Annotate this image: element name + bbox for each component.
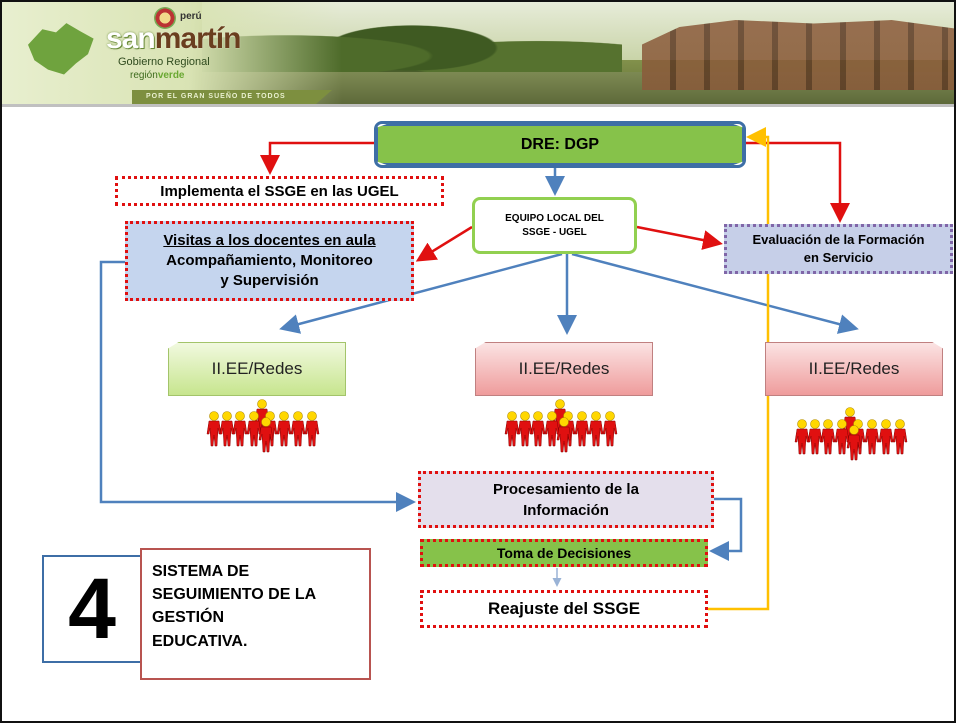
toma-decisiones-box: Toma de Decisiones — [420, 539, 708, 567]
equipo-local-box: EQUIPO LOCAL DEL SSGE - UGEL — [472, 197, 637, 254]
header-banner: perú sanmartín Gobierno Regional regiónv… — [2, 2, 954, 104]
dre-dgp-box: DRE: DGP — [375, 123, 745, 166]
arrow-visitas-procesamiento — [99, 260, 416, 512]
procesamiento-line-2: Información — [523, 501, 609, 519]
procesamiento-box: Procesamiento de la Información — [418, 471, 714, 528]
iiee-redes-1: II.EE/Redes — [168, 342, 346, 396]
arrow-equipo-visitas — [415, 225, 473, 262]
evaluacion-line-1: Evaluación de la Formación — [752, 232, 925, 248]
arrow-dre-evaluacion — [745, 141, 850, 223]
section-title: SISTEMA DE SEGUIMIENTO DE LA GESTIÓN EDU… — [140, 548, 371, 680]
iiee-redes-3: II.EE/Redes — [765, 342, 943, 396]
arrow-equipo-iiee3 — [571, 252, 859, 334]
equipo-line-2: SSGE - UGEL — [522, 226, 587, 238]
visitas-box: Visitas a los docentes en aula Acompañam… — [125, 221, 414, 301]
section-title-line-3: GESTIÓN — [152, 609, 225, 627]
section-title-line-1: SISTEMA DE — [152, 563, 250, 580]
arrow-equipo-iiee1 — [279, 252, 563, 334]
section-title-line-4: EDUCATIVA. — [152, 632, 248, 650]
logo: perú sanmartín Gobierno Regional regiónv… — [2, 2, 342, 104]
visitas-line-3: y Supervisión — [220, 272, 319, 290]
section-number: 4 — [42, 555, 142, 663]
arrow-procesamiento-toma — [709, 497, 743, 561]
equipo-line-1: EQUIPO LOCAL DEL — [505, 213, 604, 224]
bungalows-photo — [642, 20, 954, 90]
section-title-line-2: SEGUIMIENTO DE LA — [152, 586, 317, 604]
slogan-text: POR EL GRAN SUEÑO DE TODOS — [146, 93, 286, 100]
logo-subtitle: Gobierno Regional — [118, 56, 210, 68]
implementa-box: Implementa el SSGE en las UGEL — [115, 176, 444, 206]
evaluacion-line-2: en Servicio — [803, 250, 874, 265]
arrow-dre-implementa — [260, 141, 375, 175]
iiee-redes-2: II.EE/Redes — [475, 342, 653, 396]
arrow-equipo-evaluacion — [636, 225, 723, 250]
slogan-strip: POR EL GRAN SUEÑO DE TODOS — [132, 90, 332, 104]
logo-name: sanmartín — [106, 22, 241, 55]
logo-country: perú — [180, 11, 202, 22]
header-divider — [2, 104, 954, 107]
evaluacion-box: Evaluación de la Formación en Servicio — [724, 224, 953, 274]
arrow-reajuste-dre — [708, 127, 770, 611]
visitas-line-2: Acompañamiento, Monitoreo — [166, 251, 373, 269]
procesamiento-line-1: Procesamiento de la — [493, 480, 639, 498]
coat-of-arms-icon — [154, 7, 176, 29]
visitas-title: Visitas a los docentes en aula — [163, 231, 376, 249]
logo-tagline: regiónverde — [130, 70, 185, 81]
reajuste-box: Reajuste del SSGE — [420, 590, 708, 628]
